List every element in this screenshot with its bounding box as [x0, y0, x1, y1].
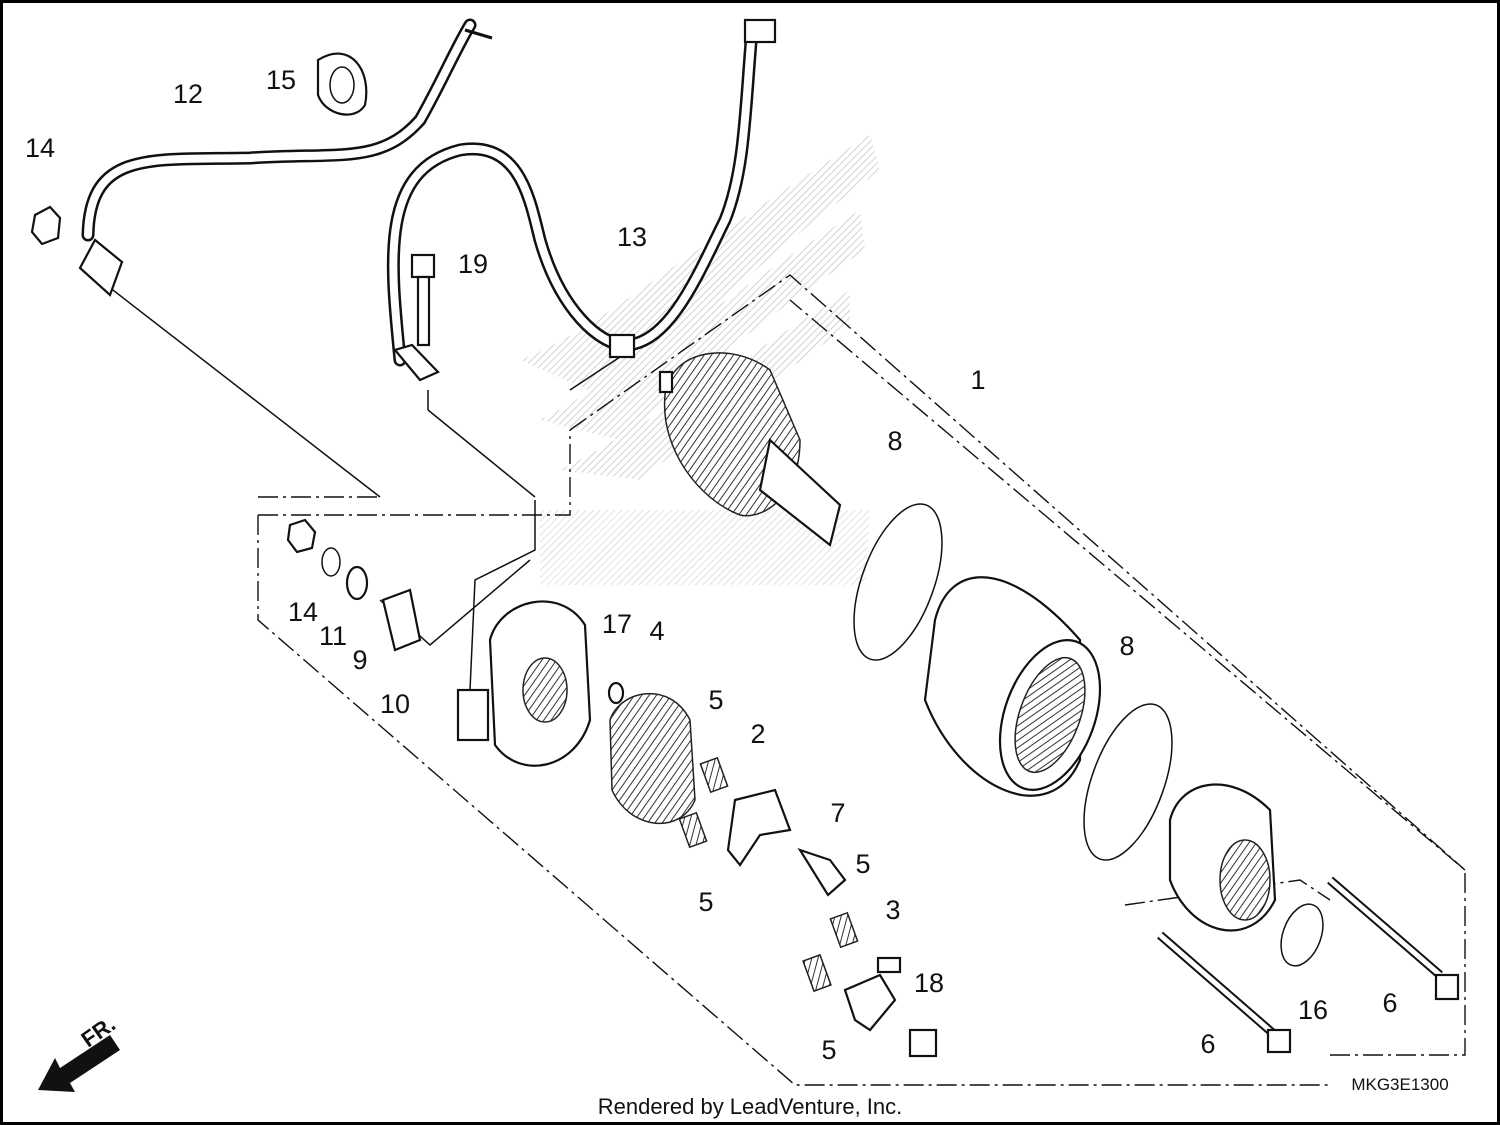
callout-number-17: 17	[602, 609, 632, 639]
rear-cover-part	[1168, 783, 1277, 932]
ground-cable	[386, 18, 777, 382]
callout-number-7: 7	[830, 798, 845, 828]
through-bolt-part	[1157, 876, 1460, 1054]
starter-cable	[78, 18, 493, 297]
o-ring-part	[1083, 703, 1173, 861]
callout-number-19: 19	[458, 249, 488, 279]
callout-number-5: 5	[821, 1035, 836, 1065]
o-ring-part	[853, 503, 943, 661]
footer-credit: Rendered by LeadVenture, Inc.	[598, 1094, 903, 1119]
callout-number-6: 6	[1200, 1029, 1215, 1059]
callout-number-5: 5	[855, 849, 870, 879]
cable-clamp	[316, 52, 368, 116]
brush-springs	[678, 756, 859, 993]
callout-number-5: 5	[698, 887, 713, 917]
callout-number-10: 10	[380, 689, 410, 719]
callout-number-11: 11	[319, 621, 347, 651]
callout-number-8: 8	[887, 426, 902, 456]
brush-holder-part	[609, 693, 696, 825]
front-cover-part	[456, 600, 592, 767]
callout-number-1: 1	[970, 365, 985, 395]
bolt-part	[410, 253, 436, 347]
assembly-outline	[99, 274, 1466, 1086]
small-o-ring-part	[1280, 903, 1324, 967]
callout-number-8: 8	[1119, 631, 1134, 661]
callout-number-12: 12	[173, 79, 203, 109]
callout-number-16: 16	[1298, 995, 1328, 1025]
callout-number-15: 15	[266, 65, 296, 95]
armature-part	[658, 352, 842, 547]
callout-number-14: 14	[25, 133, 55, 163]
callout-number-18: 18	[914, 968, 944, 998]
callout-number-5: 5	[708, 685, 723, 715]
callout-number-14: 14	[288, 597, 318, 627]
nut-part	[30, 205, 62, 246]
diagram-code: MKG3E1300	[1351, 1075, 1448, 1094]
callout-number-13: 13	[617, 222, 647, 252]
terminal-hardware	[286, 518, 422, 652]
brushes-and-screws	[607, 681, 938, 1058]
callout-number-6: 6	[1382, 988, 1397, 1018]
callout-number-4: 4	[649, 616, 664, 646]
callout-number-9: 9	[352, 645, 367, 675]
front-direction-arrow: FR.	[38, 1011, 120, 1092]
yoke-housing-part	[923, 576, 1102, 797]
callout-number-2: 2	[750, 719, 765, 749]
callout-number-3: 3	[885, 895, 900, 925]
